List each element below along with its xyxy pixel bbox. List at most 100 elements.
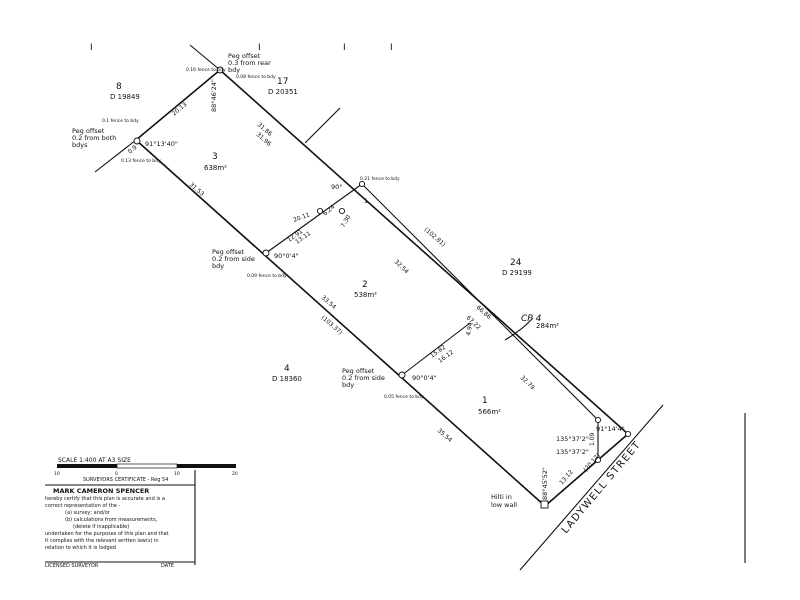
- adjoining-lot-number: 8: [116, 82, 122, 92]
- certificate-frame: [45, 470, 196, 565]
- tick-mark: I: [258, 43, 261, 53]
- dimension-label: 32.79: [519, 374, 536, 391]
- tick-mark: I: [390, 43, 393, 53]
- bearing-label: 88°46'24": [210, 79, 218, 112]
- bearing-label: 90°: [331, 183, 343, 191]
- peg-note: 0.2 from both: [72, 134, 116, 142]
- certificate-text: (b) calculations from measurements,: [65, 517, 158, 523]
- right-side-boundary: [219, 69, 629, 435]
- dimension-label: 35.54: [436, 427, 454, 444]
- peg-marker: [216, 66, 224, 74]
- surveyor-name: MARK CAMERON SPENCER: [53, 487, 150, 495]
- scale-tick: 10: [54, 471, 60, 477]
- adjoining-lot-line: [304, 107, 341, 144]
- dimension-label: 1: [364, 198, 368, 205]
- bearing-label: 91°14'4": [596, 425, 625, 433]
- peg-note: bdy: [212, 262, 224, 270]
- peg-note: bdy: [342, 381, 354, 389]
- adjoining-lot-deposit: D 20351: [268, 88, 298, 96]
- scale-segment: [116, 463, 178, 469]
- dimension-label: 6.24: [322, 203, 337, 217]
- scale-segment: [177, 464, 236, 468]
- scale-tick: 10: [174, 471, 180, 477]
- bearing-label: 90°0'4": [274, 252, 299, 260]
- lot-number: 2: [362, 280, 368, 290]
- dimension-label: 33.54: [320, 294, 338, 311]
- dimension-label: 4.94: [465, 322, 474, 337]
- fence-note: 0.1 fence to bdy: [102, 118, 139, 124]
- peg-marker: [316, 207, 324, 215]
- rear-boundary-line: [135, 69, 221, 141]
- cp-leader-arc: [504, 317, 534, 341]
- certificate-text: it complies with the relevant written la…: [45, 538, 159, 544]
- peg-marker: [398, 371, 406, 379]
- tick-mark: I: [343, 43, 346, 53]
- dimension-label: (102.81): [423, 226, 447, 248]
- lot-area: 638m²: [204, 164, 227, 172]
- peg-note: bdy: [228, 66, 240, 74]
- certificate-text: (a) survey; and/or: [65, 510, 110, 516]
- street-edge-line: [519, 404, 664, 571]
- hilti-note: low wall: [491, 501, 517, 509]
- peg-markers: [133, 66, 632, 509]
- peg-note: Peg offset: [228, 52, 261, 60]
- fence-notes: 0.16 fence to bdy 0.08 fence to bdy 0.1 …: [102, 67, 424, 400]
- bearing-label: 135°37'2": [556, 448, 589, 456]
- adjoining-lot-number: 17: [277, 77, 288, 87]
- date-label: DATE: [161, 563, 175, 569]
- peg-note: Peg offset: [212, 248, 245, 256]
- boundary-lines: [94, 44, 746, 571]
- common-property-area: 284m²: [536, 322, 559, 330]
- dimension-label: 20.13: [171, 101, 189, 118]
- dimension-label: 13.12: [558, 469, 575, 487]
- hilti-note: Hilti in: [491, 493, 512, 501]
- certificate-text: relation to which it is lodged: [45, 545, 116, 551]
- peg-marker: [262, 249, 270, 257]
- peg-marker: [594, 416, 602, 424]
- bearing-labels: 88°46'24" 91°13'40" 90° 90°0'4" 90°0'4" …: [145, 79, 625, 500]
- common-property-label: CP 4: [521, 314, 542, 324]
- bearing-label: 90°0'4": [412, 374, 437, 382]
- scale-bar: SCALE 1:400 AT A3 SIZE 10 0 10 20: [54, 457, 238, 477]
- peg-marker: [338, 207, 346, 215]
- adjoining-lot-deposit: D 19849: [110, 93, 140, 101]
- scale-tick: 20: [232, 471, 238, 477]
- licensed-surveyor-label: LICENSED SURVEYOR: [45, 563, 99, 569]
- peg-note: 0.2 from side: [212, 255, 255, 263]
- certificate-text: correct representation of the -: [45, 503, 121, 509]
- bearing-label: 135°37'2": [556, 435, 589, 443]
- hilti-marker: [540, 500, 549, 509]
- dimension-label: 66.86: [475, 304, 493, 321]
- certificate-text: hereby certify that this plan is accurat…: [45, 496, 165, 502]
- bearing-label: 88°45'52": [541, 467, 549, 500]
- certificate-text: (delete if inapplicable): [73, 524, 130, 530]
- adjoining-lot-number: 24: [510, 258, 522, 268]
- peg-marker: [358, 180, 366, 188]
- peg-note: Peg offset: [72, 127, 105, 135]
- fence-note: 0.16 fence to bdy: [186, 67, 226, 73]
- fence-note: 0.05 fence to bdy: [384, 394, 424, 400]
- dimension-label: 0.9: [127, 144, 139, 156]
- lot2-lot1-divider: [401, 322, 471, 376]
- peg-marker: [594, 456, 602, 464]
- rear-extension-line: [189, 44, 221, 71]
- dimension-label: 7.30: [340, 214, 353, 229]
- top-tick-marks: I I I I: [90, 43, 393, 53]
- fence-note: 0.09 fence to bdy: [247, 273, 287, 279]
- fence-note: 0.21 fence to bdy: [360, 176, 400, 182]
- certificate-heading: SURVEYORS CERTIFICATE - Reg 54: [83, 477, 169, 483]
- dimension-label: 1.09: [589, 432, 596, 446]
- left-side-boundary: [135, 139, 546, 507]
- adjoining-lot-deposit: D 18360: [272, 375, 302, 383]
- surveyors-certificate: SURVEYORS CERTIFICATE - Reg 54 MARK CAME…: [45, 475, 195, 570]
- fence-note: 0.13 fence to bdy: [121, 158, 161, 164]
- peg-note: 0.2 from side: [342, 374, 385, 382]
- lot-number: 1: [482, 396, 488, 406]
- scale-segment: [57, 464, 117, 468]
- lot-area: 566m²: [478, 408, 501, 416]
- peg-marker: [133, 137, 141, 145]
- lot-number: 3: [212, 152, 218, 162]
- tick-mark: I: [90, 43, 93, 53]
- adjoining-lot-number: 4: [284, 364, 290, 374]
